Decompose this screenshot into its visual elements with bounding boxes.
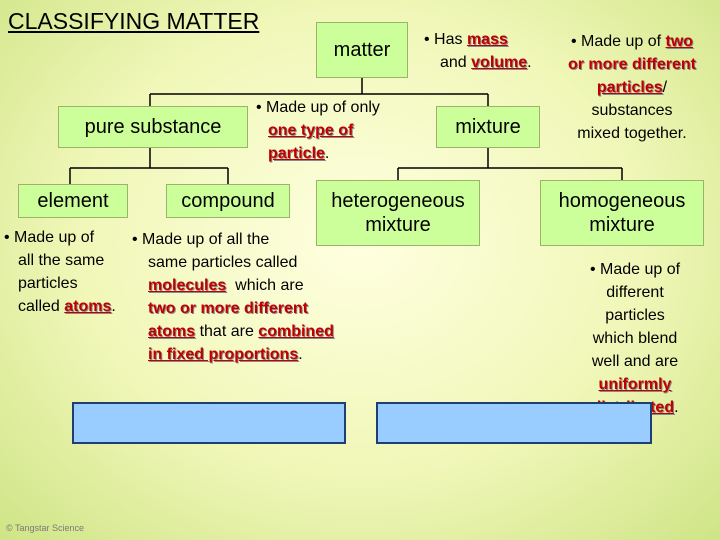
homogeneous-description: • Made up of different particles which b… [560, 258, 710, 419]
text-fragment: mixed together. [577, 125, 687, 142]
homogeneous-label-line2: mixture [589, 214, 655, 236]
text-fragment: well and are [591, 353, 679, 370]
example-box-element [72, 402, 346, 444]
text-fragment: . [324, 145, 330, 162]
text-fragment: . [527, 54, 532, 71]
pure-substance-node: pure substance [58, 106, 248, 148]
text-fragment: . [674, 399, 679, 416]
element-description: • Made up of all the same particles call… [4, 226, 134, 318]
heterogeneous-mixture-node: heterogeneous mixture [316, 180, 480, 246]
element-node: element [18, 184, 128, 218]
molecules-term: molecules [148, 277, 227, 294]
pure-substance-description: • Made up of only one type of particle. [256, 96, 416, 165]
uniformly-term: uniformly [598, 376, 672, 393]
text-fragment: called [18, 298, 60, 315]
heterogeneous-label-line1: heterogeneous [331, 190, 465, 212]
one-type-of-term: one type of [268, 122, 354, 139]
homogeneous-mixture-node: homogeneous mixture [540, 180, 704, 246]
text-fragment: • Made up of only [256, 99, 380, 116]
atoms-term: atoms [148, 323, 196, 340]
compound-description: • Made up of all the same particles call… [132, 228, 372, 366]
atoms-term: atoms [64, 298, 112, 315]
text-fragment: and [440, 54, 467, 71]
volume-term: volume [471, 54, 528, 71]
text-fragment: different [606, 284, 664, 301]
text-fragment: • Made up of all the [132, 231, 270, 248]
text-fragment: / [662, 79, 668, 96]
text-fragment: that are [199, 323, 254, 340]
combined-term: combined [258, 323, 334, 340]
heterogeneous-label-line2: mixture [365, 214, 431, 236]
two-term: two [665, 33, 694, 50]
text-fragment: which blend [592, 330, 678, 347]
mixture-description: • Made up of two or more different parti… [548, 30, 716, 145]
compound-node: compound [166, 184, 290, 218]
text-fragment: particles [18, 275, 78, 292]
two-or-more-different-term: two or more different [148, 300, 309, 317]
text-fragment: substances [591, 102, 673, 119]
text-fragment: which are [235, 277, 304, 294]
or-more-different-term: or more different [567, 56, 696, 73]
text-fragment: same particles called [148, 254, 298, 271]
particles-term: particles [596, 79, 663, 96]
text-fragment: • Made up of [589, 261, 681, 278]
example-box-compound [376, 402, 652, 444]
text-fragment: • Has [424, 31, 463, 48]
text-fragment: • Made up of [570, 33, 662, 50]
matter-node: matter [316, 22, 408, 78]
copyright-text: © Tangstar Science [6, 523, 85, 533]
text-fragment: all the same [18, 252, 105, 269]
text-fragment: . [298, 346, 303, 363]
mixture-node: mixture [436, 106, 540, 148]
text-fragment: particles [605, 307, 665, 324]
homogeneous-label-line1: homogeneous [558, 190, 686, 212]
text-fragment: • Made up of [4, 229, 95, 246]
particle-term: particle [268, 145, 325, 162]
mass-term: mass [466, 31, 508, 48]
page-title: CLASSIFYING MATTER [8, 8, 260, 34]
text-fragment: . [111, 298, 116, 315]
fixed-proportions-term: in fixed proportions [148, 346, 299, 363]
mixture-mass-volume-text: • Has mass and volume. [424, 28, 544, 74]
